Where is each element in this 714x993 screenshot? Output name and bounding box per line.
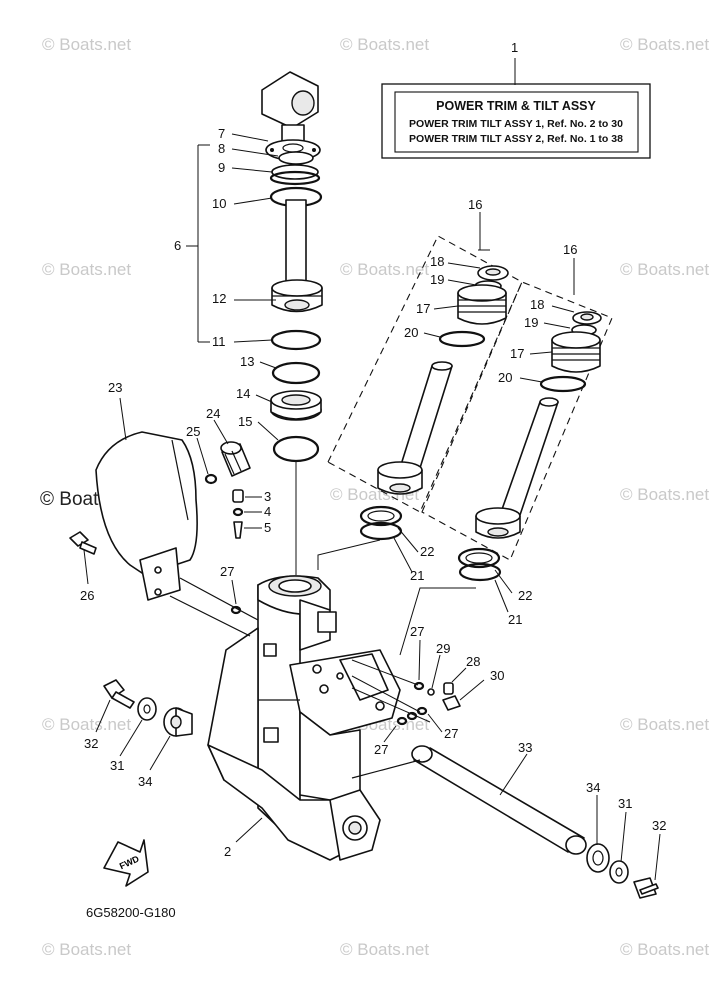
watermark: © Boats.net xyxy=(42,715,131,734)
watermark: © Boats.net xyxy=(620,940,709,959)
watermark: © Boats.net xyxy=(340,35,429,54)
part-number-20[interactable]: 20 xyxy=(498,370,512,385)
watermark: © Boats.net xyxy=(620,35,709,54)
tilt-rod-assembly xyxy=(186,71,323,575)
part-number-34[interactable]: 34 xyxy=(138,774,152,789)
assembly-title-box: 1 POWER TRIM & TILT ASSY POWER TRIM TILT… xyxy=(381,40,651,159)
part-number-4[interactable]: 4 xyxy=(264,504,271,519)
part-number-labels: 6 7 8 9 10 12 11 13 14 15 16 16 18 19 17… xyxy=(80,126,666,859)
part-number-5[interactable]: 5 xyxy=(264,520,271,535)
part-number-2[interactable]: 2 xyxy=(224,844,231,859)
part-number-30[interactable]: 30 xyxy=(490,668,504,683)
part-number-19[interactable]: 19 xyxy=(430,272,444,287)
part-number-11[interactable]: 11 xyxy=(212,334,226,349)
part-number-10[interactable]: 10 xyxy=(212,196,226,211)
trim-tilt-body xyxy=(207,575,431,861)
trim-cylinder-group-2 xyxy=(421,258,613,561)
part-number-24[interactable]: 24 xyxy=(206,406,220,421)
part-number-15[interactable]: 15 xyxy=(238,414,252,429)
part-30 xyxy=(442,695,461,711)
part-number-34[interactable]: 34 xyxy=(586,780,600,795)
part-number-25[interactable]: 25 xyxy=(186,424,200,439)
part-number-17[interactable]: 17 xyxy=(416,301,430,316)
part-number-16[interactable]: 16 xyxy=(468,197,482,212)
watermark: © Boats.net xyxy=(340,260,429,279)
part-number-19[interactable]: 19 xyxy=(524,315,538,330)
watermarks: © Boats.net © Boats.net © Boats.net © Bo… xyxy=(40,35,709,959)
part-number-3[interactable]: 3 xyxy=(264,489,271,504)
watermark: © Boats.net xyxy=(42,35,131,54)
bolt-26 xyxy=(69,531,97,585)
part-27-ring xyxy=(230,605,242,615)
part-number-9[interactable]: 9 xyxy=(218,160,225,175)
part-number-18[interactable]: 18 xyxy=(530,297,544,312)
part-number-33[interactable]: 33 xyxy=(518,740,532,755)
part-number-21[interactable]: 21 xyxy=(410,568,424,583)
watermark: © Boats.net xyxy=(620,485,709,504)
tilt-shaft-33 xyxy=(351,745,661,899)
part-27-ring xyxy=(413,681,425,691)
fwd-arrow-icon: FWD xyxy=(103,839,149,887)
part-28 xyxy=(443,682,454,695)
assembly-line-2: POWER TRIM TILT ASSY 2, Ref. No. 1 to 38 xyxy=(409,133,623,145)
part-number-31[interactable]: 31 xyxy=(618,796,632,811)
part-number-8[interactable]: 8 xyxy=(218,141,225,156)
part-number-23[interactable]: 23 xyxy=(108,380,122,395)
part-number-26[interactable]: 26 xyxy=(80,588,94,603)
part-number-13[interactable]: 13 xyxy=(240,354,254,369)
left-hardware xyxy=(95,679,193,771)
part-number-28[interactable]: 28 xyxy=(466,654,480,669)
bracket-23 xyxy=(95,397,259,637)
part-number-18[interactable]: 18 xyxy=(430,254,444,269)
part-number-16[interactable]: 16 xyxy=(563,242,577,257)
part-number-22[interactable]: 22 xyxy=(518,588,532,603)
part-number-6[interactable]: 6 xyxy=(174,238,181,253)
part-number-12[interactable]: 12 xyxy=(212,291,226,306)
part-number-27[interactable]: 27 xyxy=(220,564,234,579)
part-number-27[interactable]: 27 xyxy=(444,726,458,741)
part-number-17[interactable]: 17 xyxy=(510,346,524,361)
watermark: © Boats.net xyxy=(42,940,131,959)
part-number-1[interactable]: 1 xyxy=(511,40,518,55)
diagram-code: 6G58200-G180 xyxy=(86,905,176,920)
part-number-32[interactable]: 32 xyxy=(84,736,98,751)
small-valve-parts xyxy=(232,489,262,539)
part-number-22[interactable]: 22 xyxy=(420,544,434,559)
watermark: © Boats.net xyxy=(620,260,709,279)
part-number-7[interactable]: 7 xyxy=(218,126,225,141)
watermark: © Boats.net xyxy=(620,715,709,734)
part-number-32[interactable]: 32 xyxy=(652,818,666,833)
part-24 xyxy=(213,419,251,477)
part-number-27[interactable]: 27 xyxy=(410,624,424,639)
watermark: © Boats.net xyxy=(340,940,429,959)
assembly-title: POWER TRIM & TILT ASSY xyxy=(436,99,596,113)
trim-cylinder-group-1 xyxy=(327,212,523,513)
part-number-20[interactable]: 20 xyxy=(404,325,418,340)
seal-rings xyxy=(317,505,513,656)
part-29 xyxy=(427,688,435,696)
part-number-14[interactable]: 14 xyxy=(236,386,250,401)
part-25 xyxy=(204,473,218,485)
watermark: © Boats.net xyxy=(42,260,131,279)
part-number-27[interactable]: 27 xyxy=(374,742,388,757)
part-number-21[interactable]: 21 xyxy=(508,612,522,627)
assembly-line-1: POWER TRIM TILT ASSY 1, Ref. No. 2 to 30 xyxy=(409,118,623,130)
part-number-31[interactable]: 31 xyxy=(110,758,124,773)
part-number-29[interactable]: 29 xyxy=(436,641,450,656)
